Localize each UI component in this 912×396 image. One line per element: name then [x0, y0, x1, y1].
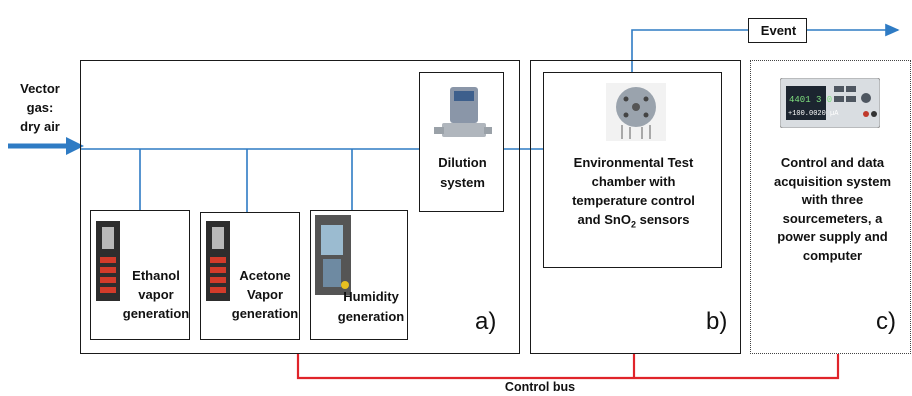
humidity-label-line-1: Humidity [343, 289, 399, 304]
test-chamber-label: Environmental Test chamber with temperat… [544, 153, 723, 235]
acetone-label-line-2: Vapor [246, 287, 284, 302]
acetone-label-line-3: generation [231, 306, 299, 321]
mass-flow-controller-image [434, 87, 492, 137]
panel-a-gas-generation [80, 60, 520, 354]
ethanol-label-line-1: Ethanol [132, 268, 180, 283]
humidity-generator-image [315, 215, 351, 295]
acquisition-label-line-5: power supply and [777, 229, 888, 244]
chamber-label-line-1: Environmental Test [573, 155, 694, 170]
dilution-system-label: Dilution system [420, 153, 505, 193]
acetone-label-line-1: Acetone [239, 268, 291, 283]
instrument-screen-bottom: +100.0020 µA [788, 110, 839, 118]
panel-c-acquisition-system [750, 60, 911, 354]
dilution-label-line-2: system [440, 175, 485, 190]
vector-gas-label-line-2: gas: [26, 100, 54, 115]
chamber-label-sno-suffix: sensors [635, 212, 690, 227]
ethanol-label: Ethanol vapor generation [121, 266, 191, 323]
panel-c-letter: c) [876, 308, 896, 335]
instrument-screen-top: 4401 3 0 [789, 95, 832, 105]
vector-gas-arrowhead [66, 137, 84, 155]
acquisition-label-line-3: with three [801, 192, 864, 207]
acquisition-label-line-6: computer [802, 247, 863, 263]
control-bus-line [296, 354, 840, 380]
acetone-vapor-generator-box: Acetone Vapor generation [200, 212, 300, 340]
panel-b-test-chamber [530, 60, 741, 354]
panel-b-letter: b) [706, 308, 728, 335]
acetone-label: Acetone Vapor generation [229, 266, 301, 323]
acquisition-label-line-2: acquisition system [773, 173, 892, 189]
event-signal-line [631, 29, 748, 72]
humidity-generator-box: Humidity generation [310, 210, 408, 340]
sensor-chamber-image [606, 83, 666, 141]
vector-gas-label-line-1: Vector [20, 81, 60, 96]
acetone-bubbler-image [206, 221, 230, 301]
dilution-label-line-1: Dilution [438, 155, 487, 170]
chamber-label-line-4: and SnO2 sensors [544, 210, 723, 235]
ethanol-bubbler-image [96, 221, 120, 301]
vector-gas-label: Vector gas: dry air [0, 79, 80, 136]
ethanol-vapor-generator-box: Ethanol vapor generation [90, 210, 190, 340]
ethanol-label-line-3: generation [122, 306, 190, 321]
chamber-label-line-2: chamber with [591, 174, 676, 189]
dilution-system-box: Dilution system [419, 72, 504, 212]
event-box: Event [748, 18, 807, 43]
humidity-label: Humidity generation [333, 287, 409, 327]
panel-a-letter: a) [475, 308, 497, 335]
ethanol-label-line-2: vapor [138, 287, 174, 302]
chamber-label-sno-prefix: and SnO [577, 212, 631, 227]
acquisition-label-line-4: sourcemeters, a [782, 210, 883, 226]
environmental-test-chamber-box: Environmental Test chamber with temperat… [543, 72, 722, 268]
sourcemeter-instrument-image: 4401 3 0 +100.0020 µA [780, 78, 880, 128]
event-label: Event [760, 23, 797, 38]
acquisition-label-line-1: Control and data [780, 155, 885, 170]
vector-gas-label-line-3: dry air [20, 119, 60, 134]
humidity-label-line-2: generation [337, 309, 405, 324]
chamber-label-line-3: temperature control [572, 193, 695, 208]
control-bus-label: Control bus [504, 380, 576, 394]
chamber-label-subscript: 2 [630, 219, 636, 230]
acquisition-system-label: Control and data acquisition system with… [760, 154, 905, 265]
